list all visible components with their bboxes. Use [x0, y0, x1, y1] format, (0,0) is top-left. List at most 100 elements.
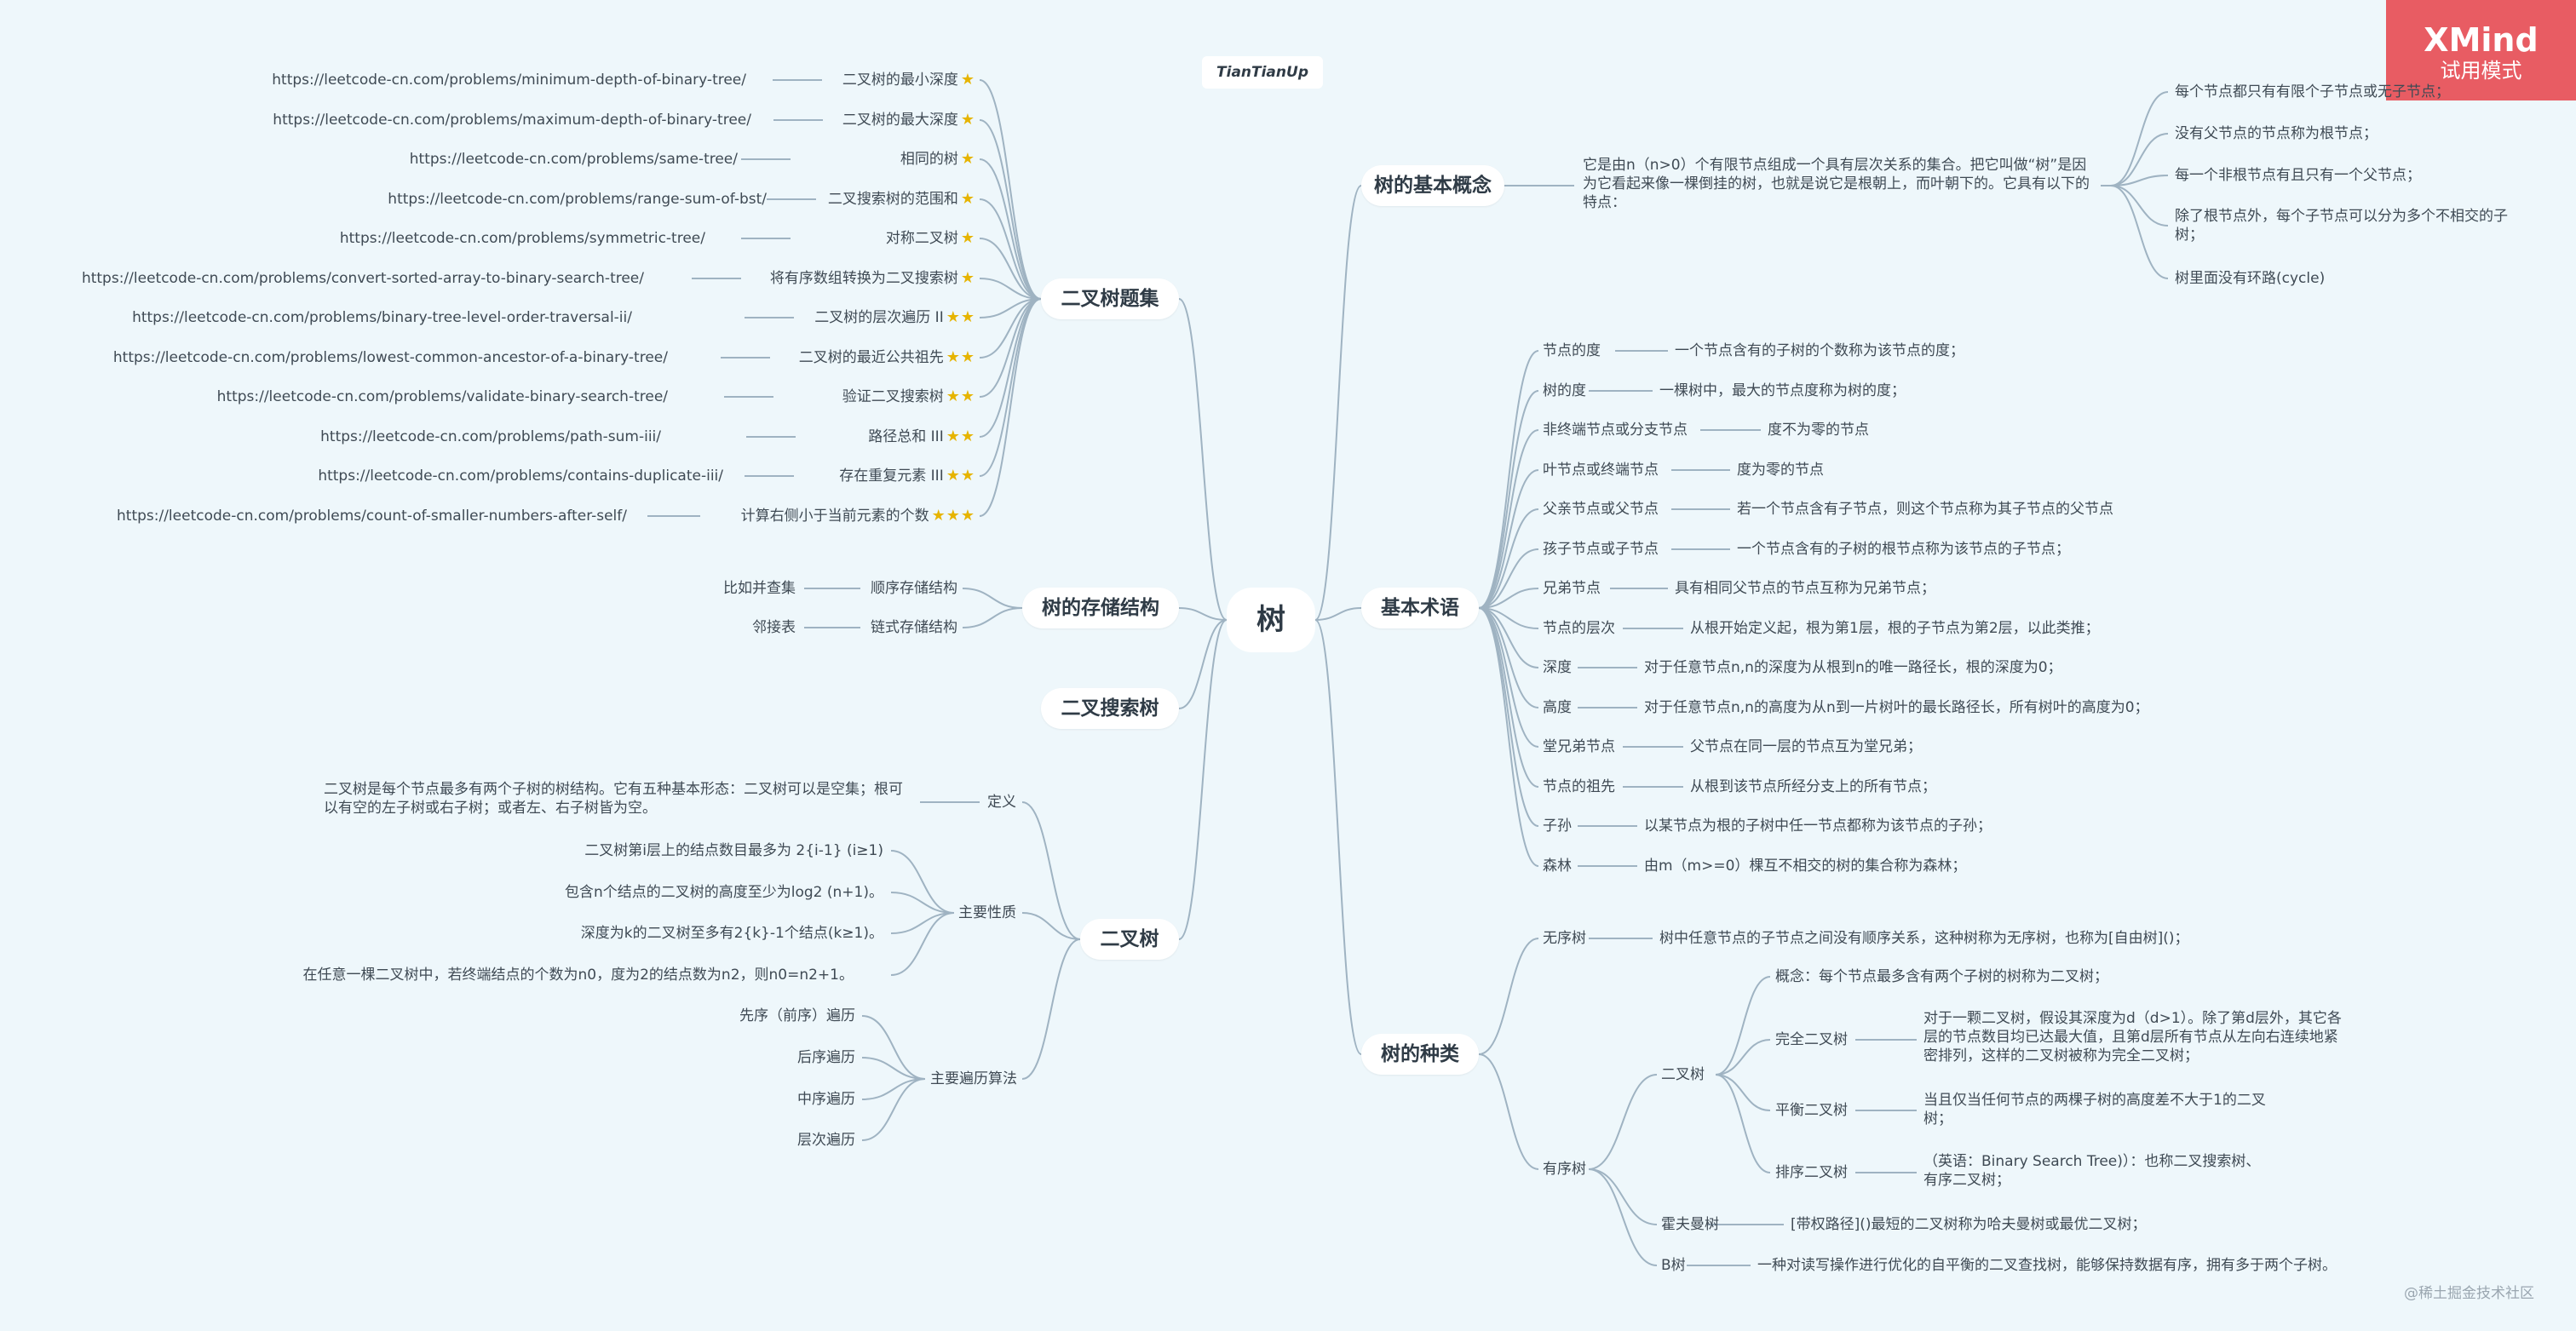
trial-badge[interactable]: XMind 试用模式: [2386, 0, 2576, 100]
term-label: 非终端节点或分支节点: [1543, 422, 1688, 439]
kind-ordered: 有序树: [1543, 1161, 1586, 1178]
term-label: 森林: [1543, 858, 1572, 875]
kind-binary: 二叉树: [1661, 1066, 1705, 1083]
connector-line: [2110, 133, 2169, 186]
term-definition: 若一个节点含有子节点，则这个节点称为其子节点的父节点: [1737, 501, 2113, 518]
connector-line: [1715, 1074, 1771, 1111]
connector-line: [979, 79, 1042, 300]
problem-title[interactable]: 二叉树的最近公共祖先★★: [798, 348, 975, 366]
problem-title[interactable]: 路径总和 III★★: [868, 427, 975, 445]
connector-line: [2110, 175, 2169, 186]
problem-title[interactable]: 相同的树★: [900, 150, 975, 168]
term-definition: 度不为零的节点: [1768, 422, 1869, 439]
connector-line: [1314, 619, 1362, 1055]
connector-line: [1478, 938, 1539, 1055]
connector-line: [1478, 350, 1539, 609]
problem-url[interactable]: https://leetcode-cn.com/problems/lowest-…: [112, 349, 668, 366]
topic-bst[interactable]: 二叉搜索树: [1041, 688, 1179, 729]
term-definition: 对于任意节点n,n的深度为从根到n的唯一路径长，根的深度为0；: [1644, 659, 2062, 676]
problem-url[interactable]: https://leetcode-cn.com/problems/validat…: [216, 388, 668, 405]
connector-line: [861, 1078, 926, 1100]
balanced-binary-label: 平衡二叉树: [1775, 1102, 1848, 1119]
binary-property: 在任意一棵二叉树中，若终端结点的个数为n0，度为2的结点数为n2，则n0=n2+…: [302, 967, 854, 984]
connector-line: [1178, 298, 1228, 621]
term-label: 节点的度: [1543, 342, 1601, 359]
term-definition: 父节点在同一层的节点互为堂兄弟；: [1690, 738, 1922, 755]
problem-title[interactable]: 二叉树的最大深度★: [842, 111, 975, 129]
connector-line: [861, 1057, 926, 1080]
problem-url[interactable]: https://leetcode-cn.com/problems/binary-…: [132, 309, 632, 326]
topic-terms[interactable]: 基本术语: [1361, 588, 1479, 628]
term-label: 叶节点或终端节点: [1543, 462, 1659, 479]
connector-line: [1021, 938, 1081, 1080]
connector-line: [1178, 607, 1228, 621]
kind-huffman-def: [带权路径]()最短的二叉树称为哈夫曼树或最优二叉树；: [1791, 1216, 2147, 1233]
problem-title[interactable]: 二叉搜索树的范围和★: [827, 190, 975, 208]
problem-url[interactable]: https://leetcode-cn.com/problems/symmetr…: [339, 230, 705, 247]
term-definition: 一棵树中，最大的节点度称为树的度；: [1659, 382, 1906, 399]
binary-definition-text: 二叉树是每个节点最多有两个子树的树结构。它有五种基本形态：二叉树可以是空集；根可…: [324, 781, 903, 817]
kind-unordered-def: 树中任意节点的子节点之间没有顺序关系，这种树称为无序树，也称为[自由树]()；: [1659, 930, 2189, 947]
connector-line: [1314, 607, 1362, 621]
problem-title[interactable]: 存在重复元素 III★★: [839, 467, 975, 485]
connector-line: [1478, 390, 1539, 609]
connector-line: [2110, 91, 2169, 186]
problem-url[interactable]: https://leetcode-cn.com/problems/minimum…: [272, 72, 746, 89]
connector-line: [979, 119, 1042, 300]
connector-line: [1588, 1168, 1658, 1266]
term-definition: 一个节点含有的子树的个数称为该节点的度；: [1675, 342, 1964, 359]
term-definition: 从根到该节点所经分支上的所有节点；: [1690, 778, 1936, 795]
sorted-binary-label: 排序二叉树: [1775, 1164, 1848, 1181]
binary-properties-label: 主要性质: [958, 904, 1016, 921]
term-definition: 以某节点为根的子树中任一节点都称为该节点的子孙；: [1644, 818, 1992, 835]
badge-title: XMind: [2424, 21, 2539, 59]
connector-line: [1715, 976, 1771, 1076]
problem-url[interactable]: https://leetcode-cn.com/problems/maximum…: [273, 112, 751, 129]
term-definition: 对于任意节点n,n的高度为从n到一片树叶的最长路径长，所有树叶的高度为0；: [1644, 699, 2149, 716]
term-definition: 度为零的节点: [1737, 462, 1824, 479]
term-definition: 从根开始定义起，根为第1层，根的子节点为第2层，以此类推；: [1690, 620, 2100, 637]
connector-line: [979, 298, 1042, 517]
binary-property: 深度为k的二叉树至多有2{k}-1个结点(k≥1)。: [580, 925, 883, 942]
connector-line: [979, 238, 1042, 300]
sorted-binary-def: （英语：Binary Search Tree)）：也称二叉搜索树、有序二叉树；: [1923, 1153, 2261, 1189]
topic-storage[interactable]: 树的存储结构: [1022, 588, 1179, 628]
problem-title[interactable]: 对称二叉树★: [885, 229, 975, 247]
watermark: @稀土掘金技术社区: [2404, 1285, 2534, 1302]
connector-line: [1478, 607, 1539, 827]
problem-title[interactable]: 计算右侧小于当前元素的个数★★★: [740, 507, 975, 525]
balanced-binary-def: 当且仅当任何节点的两棵子树的高度差不大于1的二叉树；: [1923, 1092, 2266, 1127]
connector-line: [890, 850, 955, 914]
problem-url[interactable]: https://leetcode-cn.com/problems/range-s…: [388, 191, 767, 208]
connector-line: [890, 892, 955, 914]
connector-line: [962, 588, 1023, 609]
problem-url[interactable]: https://leetcode-cn.com/problems/contain…: [318, 468, 723, 485]
topic-binary-tree[interactable]: 二叉树: [1080, 919, 1179, 960]
connector-line: [962, 607, 1023, 628]
difficulty-stars-icon: ★: [960, 190, 975, 208]
term-definition: 由m（m>=0）棵互不相交的树的集合称为森林；: [1644, 858, 1967, 875]
connector-line: [1478, 429, 1539, 609]
problem-title[interactable]: 二叉树的层次遍历 II★★: [814, 308, 975, 326]
topic-problems[interactable]: 二叉树题集: [1041, 278, 1179, 319]
problem-title[interactable]: 二叉树的最小深度★: [842, 71, 975, 89]
kind-huffman: 霍夫曼树: [1661, 1216, 1719, 1233]
connector-line: [1478, 1053, 1539, 1170]
problem-url[interactable]: https://leetcode-cn.com/problems/count-o…: [117, 508, 627, 525]
binary-definition-label: 定义: [987, 794, 1016, 811]
problem-title[interactable]: 验证二叉搜索树★★: [842, 387, 975, 405]
concept-point: 树里面没有环路(cycle): [2175, 270, 2326, 287]
connector-line: [1478, 607, 1539, 748]
connector-line: [1021, 801, 1081, 940]
root-node[interactable]: 树: [1227, 588, 1315, 652]
traversal-item: 后序遍历: [797, 1049, 855, 1066]
topic-kinds[interactable]: 树的种类: [1361, 1034, 1479, 1075]
problem-url[interactable]: https://leetcode-cn.com/problems/same-tr…: [409, 151, 738, 168]
topic-basic-concept[interactable]: 树的基本概念: [1361, 165, 1504, 206]
problem-url[interactable]: https://leetcode-cn.com/problems/path-su…: [320, 428, 661, 445]
term-definition: 具有相同父节点的节点互称为兄弟节点；: [1675, 580, 1935, 597]
problem-url[interactable]: https://leetcode-cn.com/problems/convert…: [81, 270, 644, 287]
problem-title[interactable]: 将有序数组转换为二叉搜索树★: [769, 269, 975, 287]
badge-subtitle: 试用模式: [2440, 59, 2522, 83]
